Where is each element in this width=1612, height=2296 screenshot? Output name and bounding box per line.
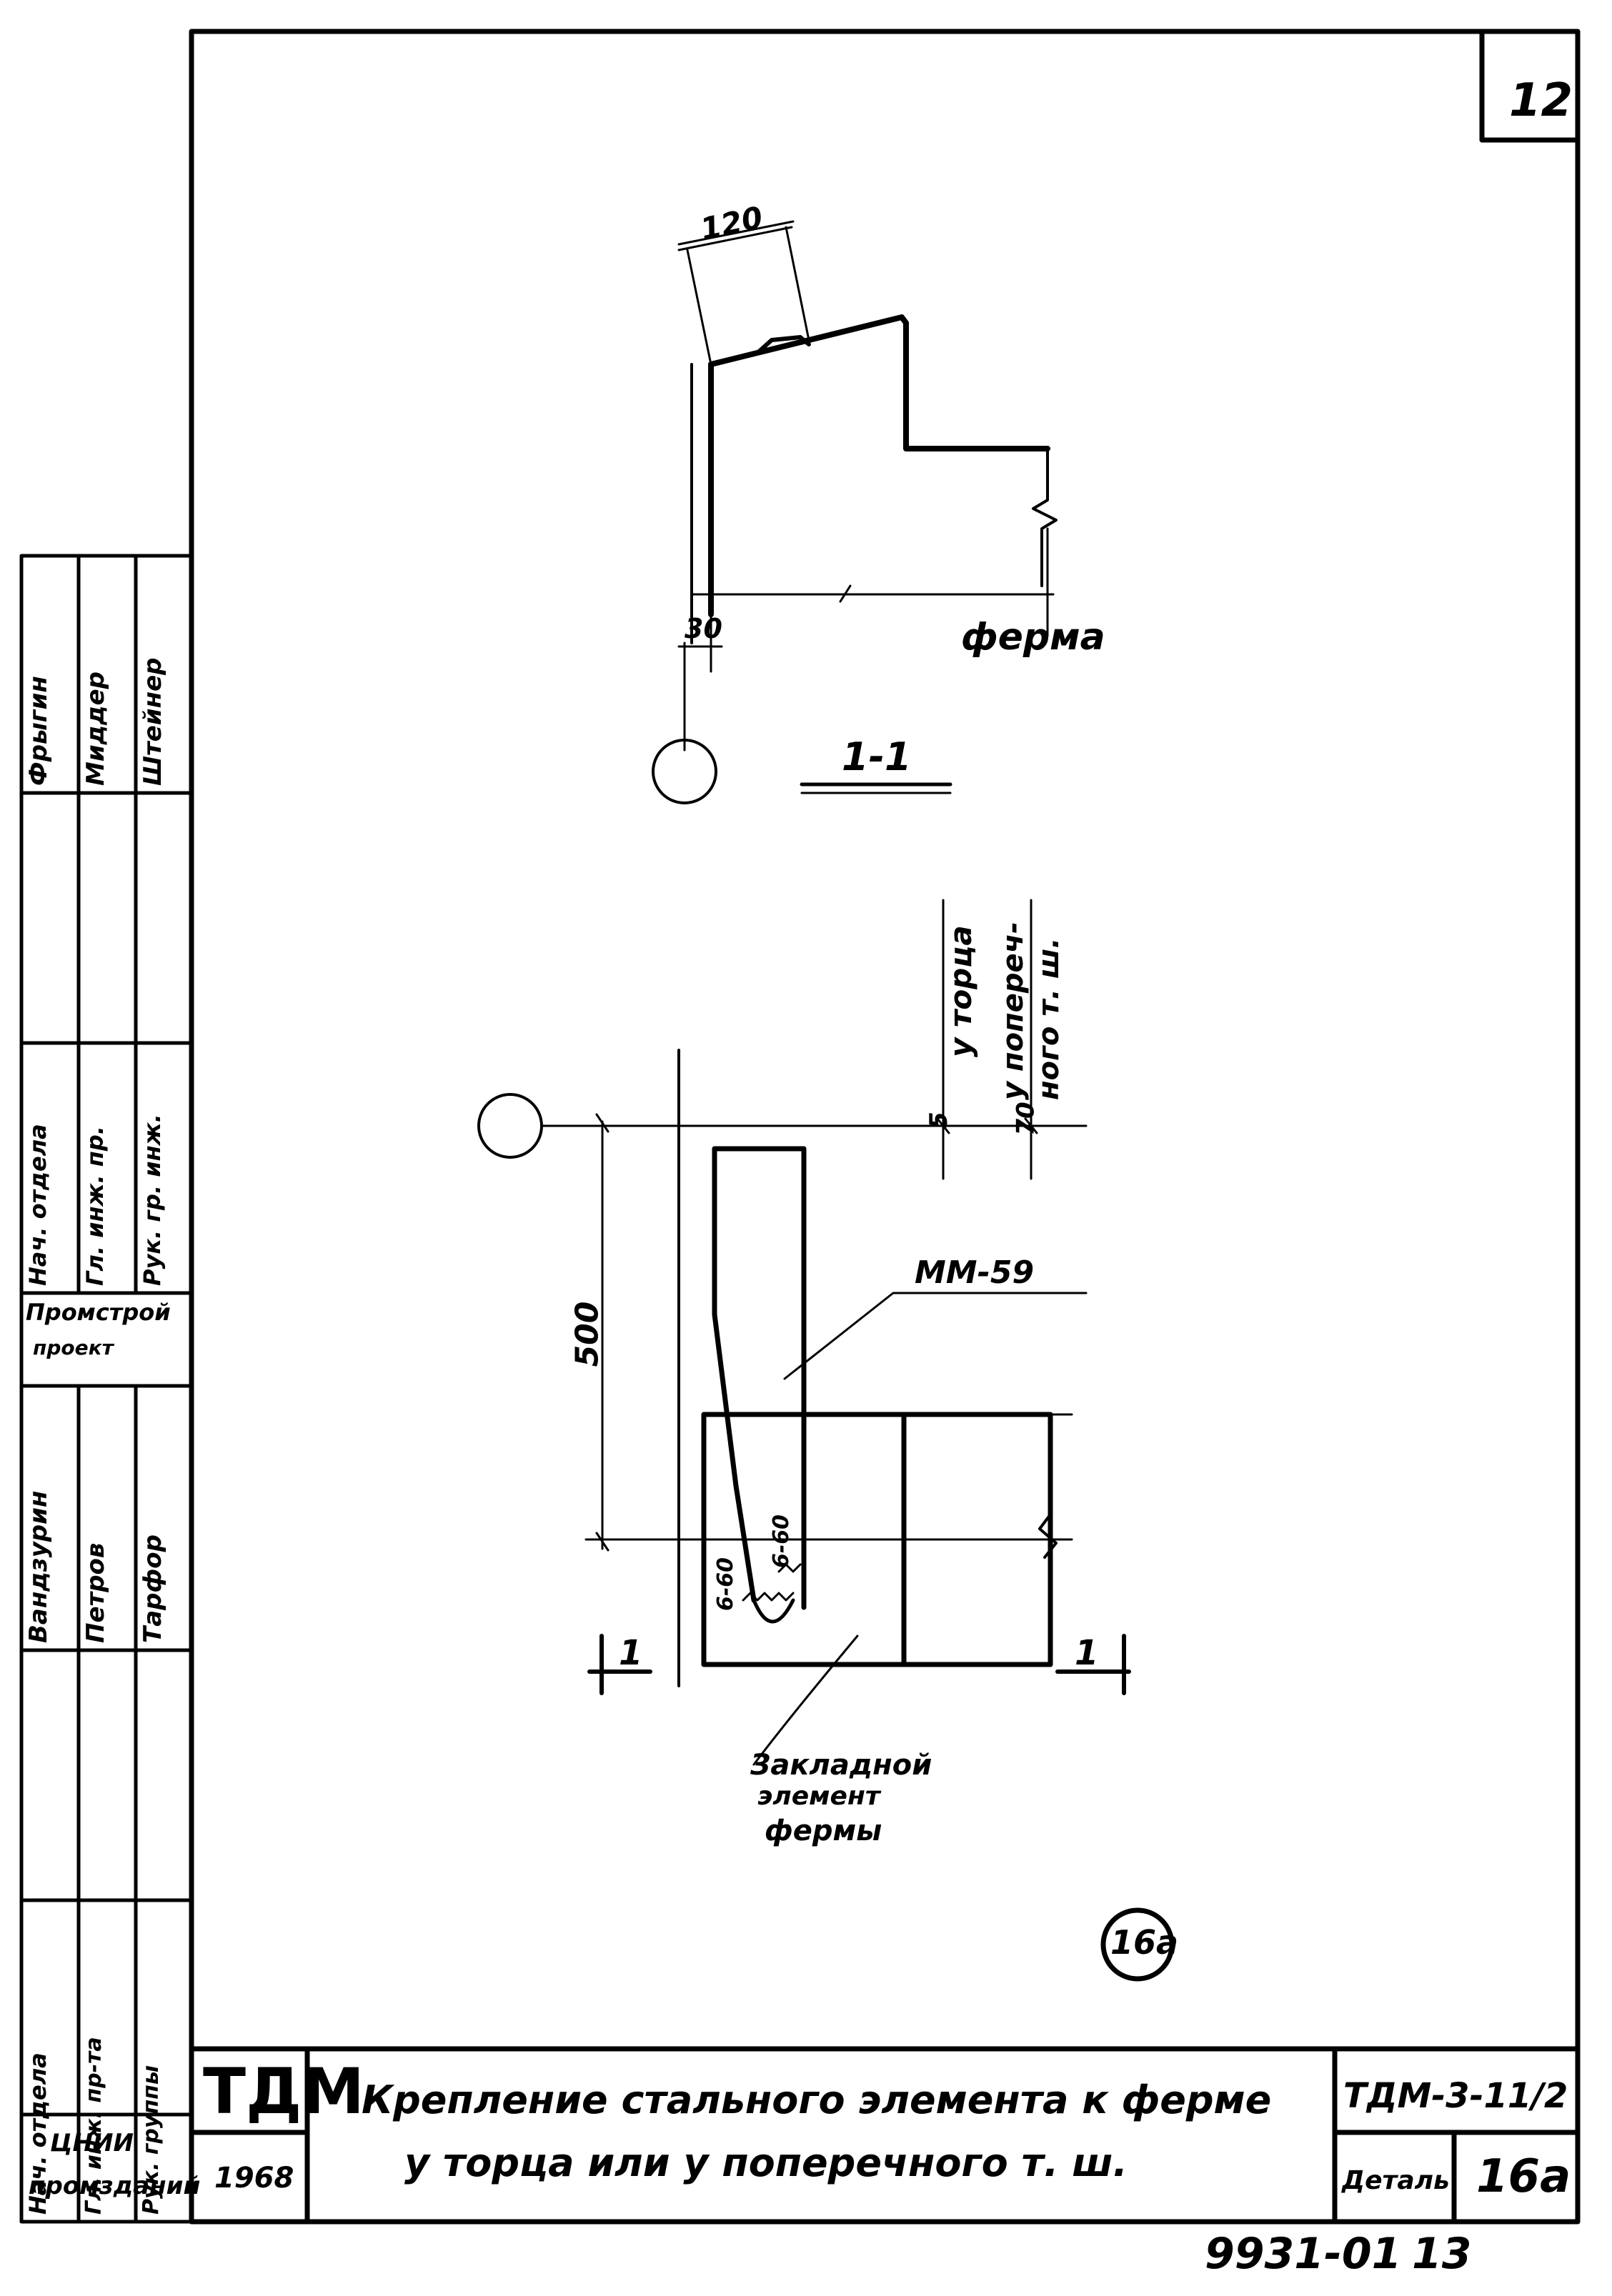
section-view: [652, 220, 1058, 804]
section-title: 1-1: [842, 734, 912, 779]
stamp-name-3: Штейнер: [139, 657, 167, 786]
embedded-label-2: элемент: [757, 1782, 880, 1811]
side-stamp-frame: [19, 554, 194, 2224]
sheet-number: 13: [1412, 2229, 1472, 2279]
detail-label: Деталь: [1342, 2166, 1450, 2195]
page-number: 12: [1509, 74, 1573, 127]
dimension-5: 5: [924, 1112, 953, 1129]
detail-number: 16а: [1476, 2150, 1571, 2203]
embedded-label-1: Закладной: [750, 1749, 932, 1782]
stamp-role-3: Рук. гр. инж.: [139, 1114, 166, 1286]
stamp-institute-1: ЦНИИ: [50, 2129, 134, 2157]
weld-label-right: 6-60: [769, 1514, 795, 1569]
weld-label-left: 6-60: [713, 1557, 739, 1612]
stamp-name-1: Фрыгин: [24, 676, 53, 786]
part-mark-mm59: ММ-59: [915, 1254, 1035, 1291]
cut-mark-right: 1: [1075, 1633, 1099, 1673]
end-label: у торца: [943, 925, 978, 1057]
detail-mark-circle: [1100, 1907, 1175, 1982]
stamp-org-1: Промстрой: [26, 1299, 171, 1326]
stamp-name-6: Тарфор: [139, 1534, 167, 1643]
transverse-label-1: у попереч-: [997, 922, 1030, 1100]
drawing-title-line-2: у торца или у поперечного т. ш.: [404, 2140, 1128, 2185]
stamp-org-2: проект: [33, 1336, 114, 1359]
truss-label: ферма: [961, 616, 1105, 659]
stamp-name-2: Миддер: [81, 672, 110, 786]
archive-number: 9931-01: [1205, 2229, 1402, 2279]
dimension-30: 30: [685, 613, 722, 644]
stamp-role-1: Нач. отдела: [24, 1124, 51, 1286]
stamp-role-2: Гл. инж. пр.: [81, 1126, 109, 1286]
dimension-500: 500: [569, 1301, 606, 1367]
drawing-title-line-1: Крепление стального элемента к ферме: [362, 2077, 1272, 2122]
tdm-logo: ТДМ: [203, 2055, 364, 2128]
cut-mark-left: 1: [619, 1633, 643, 1673]
stamp-institute-2: промзданий: [29, 2172, 201, 2200]
embedded-label-3: фермы: [765, 1815, 882, 1847]
detail-mark-label: 16а: [1110, 1923, 1179, 1962]
dimension-70: 70: [1011, 1102, 1040, 1136]
title-block-year: 1968: [214, 2162, 294, 2195]
title-block-frame: [189, 2046, 1581, 2225]
plan-view: [477, 899, 1175, 1982]
transverse-label-2: ного т. ш.: [1033, 937, 1065, 1100]
stamp-name-5: Петров: [81, 1542, 110, 1643]
page-number-box: [1479, 29, 1581, 143]
document-code: ТДМ-3-11/2: [1343, 2076, 1568, 2116]
stamp-name-4: Вандзурин: [24, 1490, 53, 1643]
